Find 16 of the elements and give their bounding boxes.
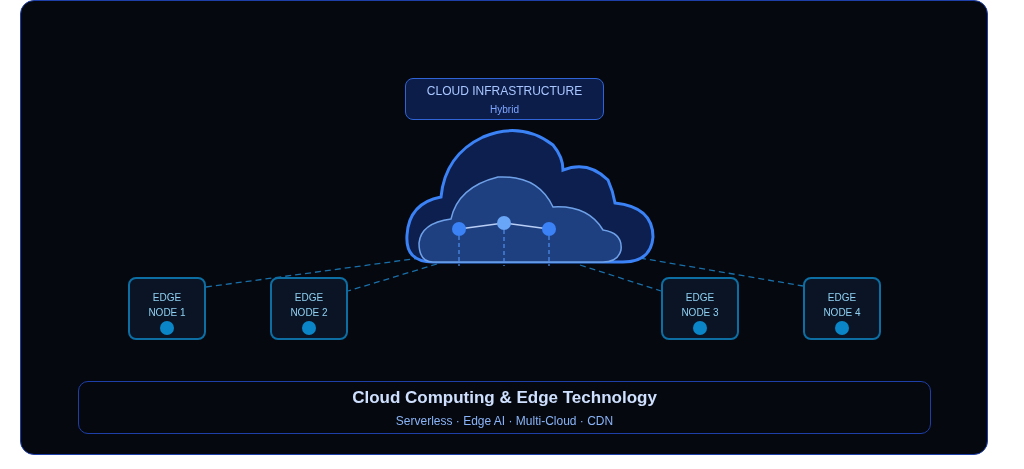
banner-title: Cloud Computing & Edge Technology: [352, 387, 657, 408]
dashed-connector: [347, 263, 438, 292]
node-label: EDGE NODE 1: [147, 291, 187, 320]
banner-subtitle: Serverless · Edge AI · Multi-Cloud · CDN: [395, 413, 614, 428]
dashed-connector: [579, 264, 662, 292]
edge-node-box: [661, 277, 739, 340]
title-banner: [78, 381, 931, 434]
edge-node-box: [803, 277, 881, 340]
node-label: EDGE NODE 2: [289, 291, 329, 320]
node-label: EDGE NODE 4: [822, 291, 862, 320]
label-box: [405, 78, 604, 120]
edge-node-box: [128, 277, 206, 340]
edge-node-box: [270, 277, 348, 340]
box-subtitle: Hybrid: [490, 103, 519, 115]
node-label: EDGE NODE 3: [680, 291, 720, 320]
box-heading: CLOUD INFRASTRUCTURE: [426, 83, 583, 98]
